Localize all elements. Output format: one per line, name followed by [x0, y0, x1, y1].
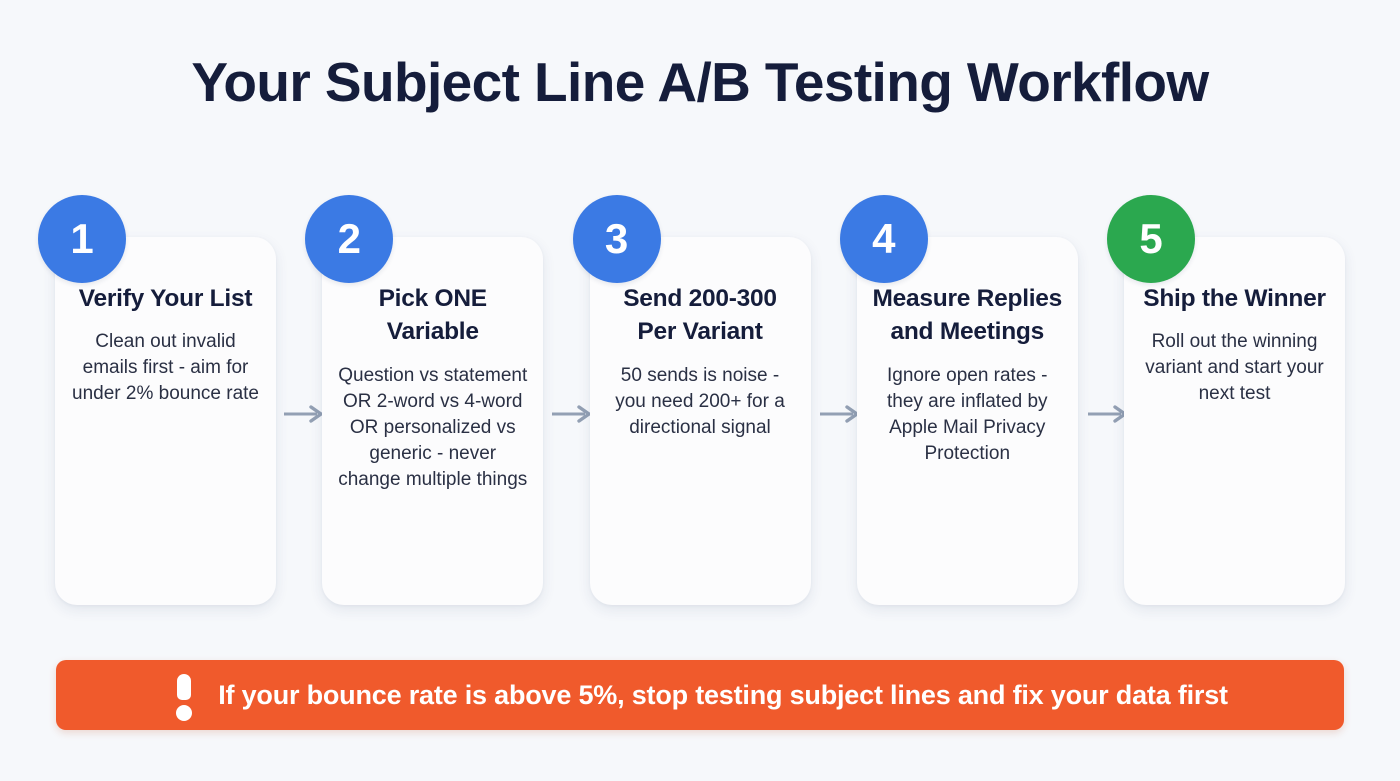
warning-banner: If your bounce rate is above 5%, stop te… [56, 660, 1344, 730]
step-title-4: Measure Replies and Meetings [872, 285, 1063, 346]
step-number-badge-4: 4 [839, 195, 928, 283]
warning-banner-text: If your bounce rate is above 5%, stop te… [218, 679, 1228, 710]
step-card-4: Measure Replies and Meetings Ignore open… [856, 237, 1078, 605]
workflow-step-4: 4 Measure Replies and Meetings Ignore op… [839, 195, 1078, 607]
workflow-step-5: 5 Ship the Winner Roll out the winning v… [1107, 195, 1345, 607]
exclamation-icon [172, 674, 196, 721]
step-body-2: Question vs statement OR 2-word vs 4-wor… [338, 364, 528, 490]
step-body-4: Ignore open rates - they are inflated by… [886, 364, 1048, 464]
workflow-step-2: 2 Pick ONE Variable Question vs statemen… [305, 195, 544, 607]
step-body-1: Clean out invalid emails first - aim for… [72, 331, 259, 405]
step-number-badge-1: 1 [38, 195, 126, 283]
step-card-5: Ship the Winner Roll out the winning var… [1124, 237, 1345, 605]
exclamation-dot [176, 705, 193, 721]
step-card-1: Verify Your List Clean out invalid email… [55, 237, 276, 605]
step-number-badge-2: 2 [305, 195, 394, 283]
step-title-3: Send 200-300 Per Variant [623, 285, 777, 346]
step-body-5: Roll out the winning variant and start y… [1145, 331, 1324, 405]
workflow-step-3: 3 Send 200-300 Per Variant 50 sends is n… [572, 195, 811, 607]
step-title-2: Pick ONE Variable [378, 285, 488, 346]
step-number-badge-5: 5 [1107, 195, 1195, 283]
step-title-5: Ship the Winner [1143, 285, 1326, 312]
step-card-3: Send 200-300 Per Variant 50 sends is noi… [589, 237, 811, 605]
workflow-steps: 1 Verify Your List Clean out invalid ema… [38, 195, 1345, 607]
exclamation-bar [177, 674, 192, 700]
page-title: Your Subject Line A/B Testing Workflow [191, 51, 1209, 113]
step-card-2: Pick ONE Variable Question vs statement … [322, 237, 544, 605]
step-title-1: Verify Your List [78, 285, 253, 312]
step-body-3: 50 sends is noise - you need 200+ for a … [615, 364, 785, 438]
workflow-step-1: 1 Verify Your List Clean out invalid ema… [38, 195, 276, 607]
step-number-badge-3: 3 [572, 195, 661, 283]
